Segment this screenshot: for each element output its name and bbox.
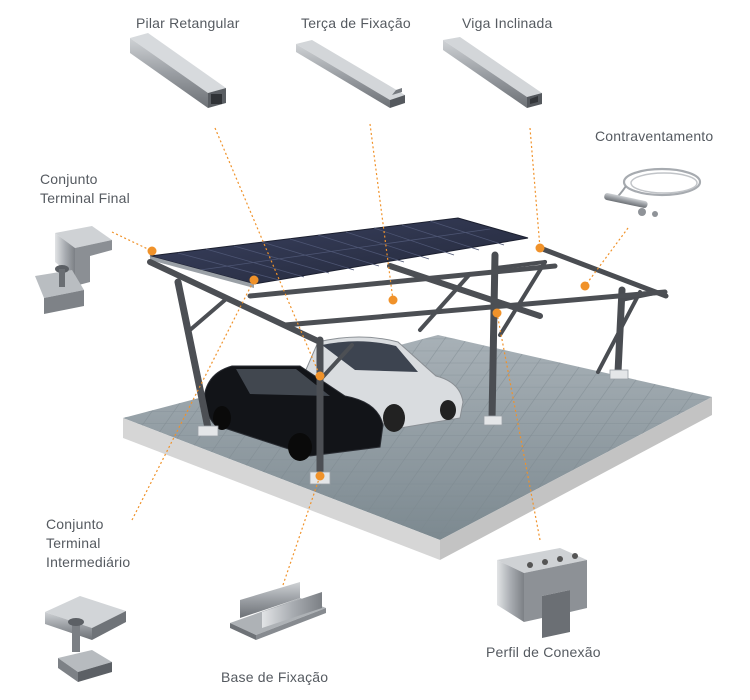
leader-lines: [111, 123, 629, 586]
label-conjunto-terminal-intermediario: Conjunto Terminal Intermediário: [46, 515, 166, 572]
label-pilar-retangular: Pilar Retangular: [136, 15, 240, 31]
dot-contraventamento: [580, 281, 590, 291]
dot-perfil: [492, 308, 502, 318]
label-base-fixacao: Base de Fixação: [221, 669, 329, 685]
label-line: Terminal: [46, 535, 101, 551]
conjunto-terminal-intermediario-image: [45, 596, 126, 682]
terca-fixacao-image: [296, 40, 405, 108]
label-conjunto-terminal-final: Conjunto Terminal Final: [40, 170, 160, 208]
label-terca-fixacao: Terça de Fixação: [301, 15, 411, 31]
dot-base: [315, 471, 325, 481]
label-contraventamento: Contraventamento: [595, 128, 714, 144]
callout-dots: [147, 243, 590, 481]
contraventamento-image: [604, 167, 702, 217]
viga-inclinada-image: [443, 37, 542, 108]
pilar-retangular-image: [130, 33, 226, 108]
label-perfil-conexao: Perfil de Conexão: [486, 644, 601, 660]
label-line: Terminal Final: [40, 190, 130, 206]
label-line: Intermediário: [46, 554, 131, 570]
leader-terca: [369, 123, 394, 301]
leader-terminal-final: [111, 231, 153, 252]
label-line: Conjunto: [40, 171, 98, 187]
perfil-conexao-image: [497, 548, 587, 638]
label-viga-inclinada: Viga Inclinada: [462, 15, 553, 31]
leader-base: [282, 475, 321, 586]
leader-viga: [529, 127, 541, 249]
conjunto-terminal-final-image: [35, 226, 112, 314]
rear-frame: [488, 245, 669, 424]
dot-terca: [388, 295, 398, 305]
dot-terminal-intermediario: [249, 275, 259, 285]
front-frame: [147, 259, 668, 478]
base-fixacao-image: [230, 582, 326, 640]
leader-contraventamento: [584, 227, 629, 287]
black-car: [204, 365, 384, 461]
solar-panel-array: [149, 217, 529, 288]
dot-terminal-final: [147, 246, 157, 256]
dot-pilar: [315, 371, 325, 381]
label-line: Conjunto: [46, 516, 104, 532]
dot-viga: [535, 243, 545, 253]
